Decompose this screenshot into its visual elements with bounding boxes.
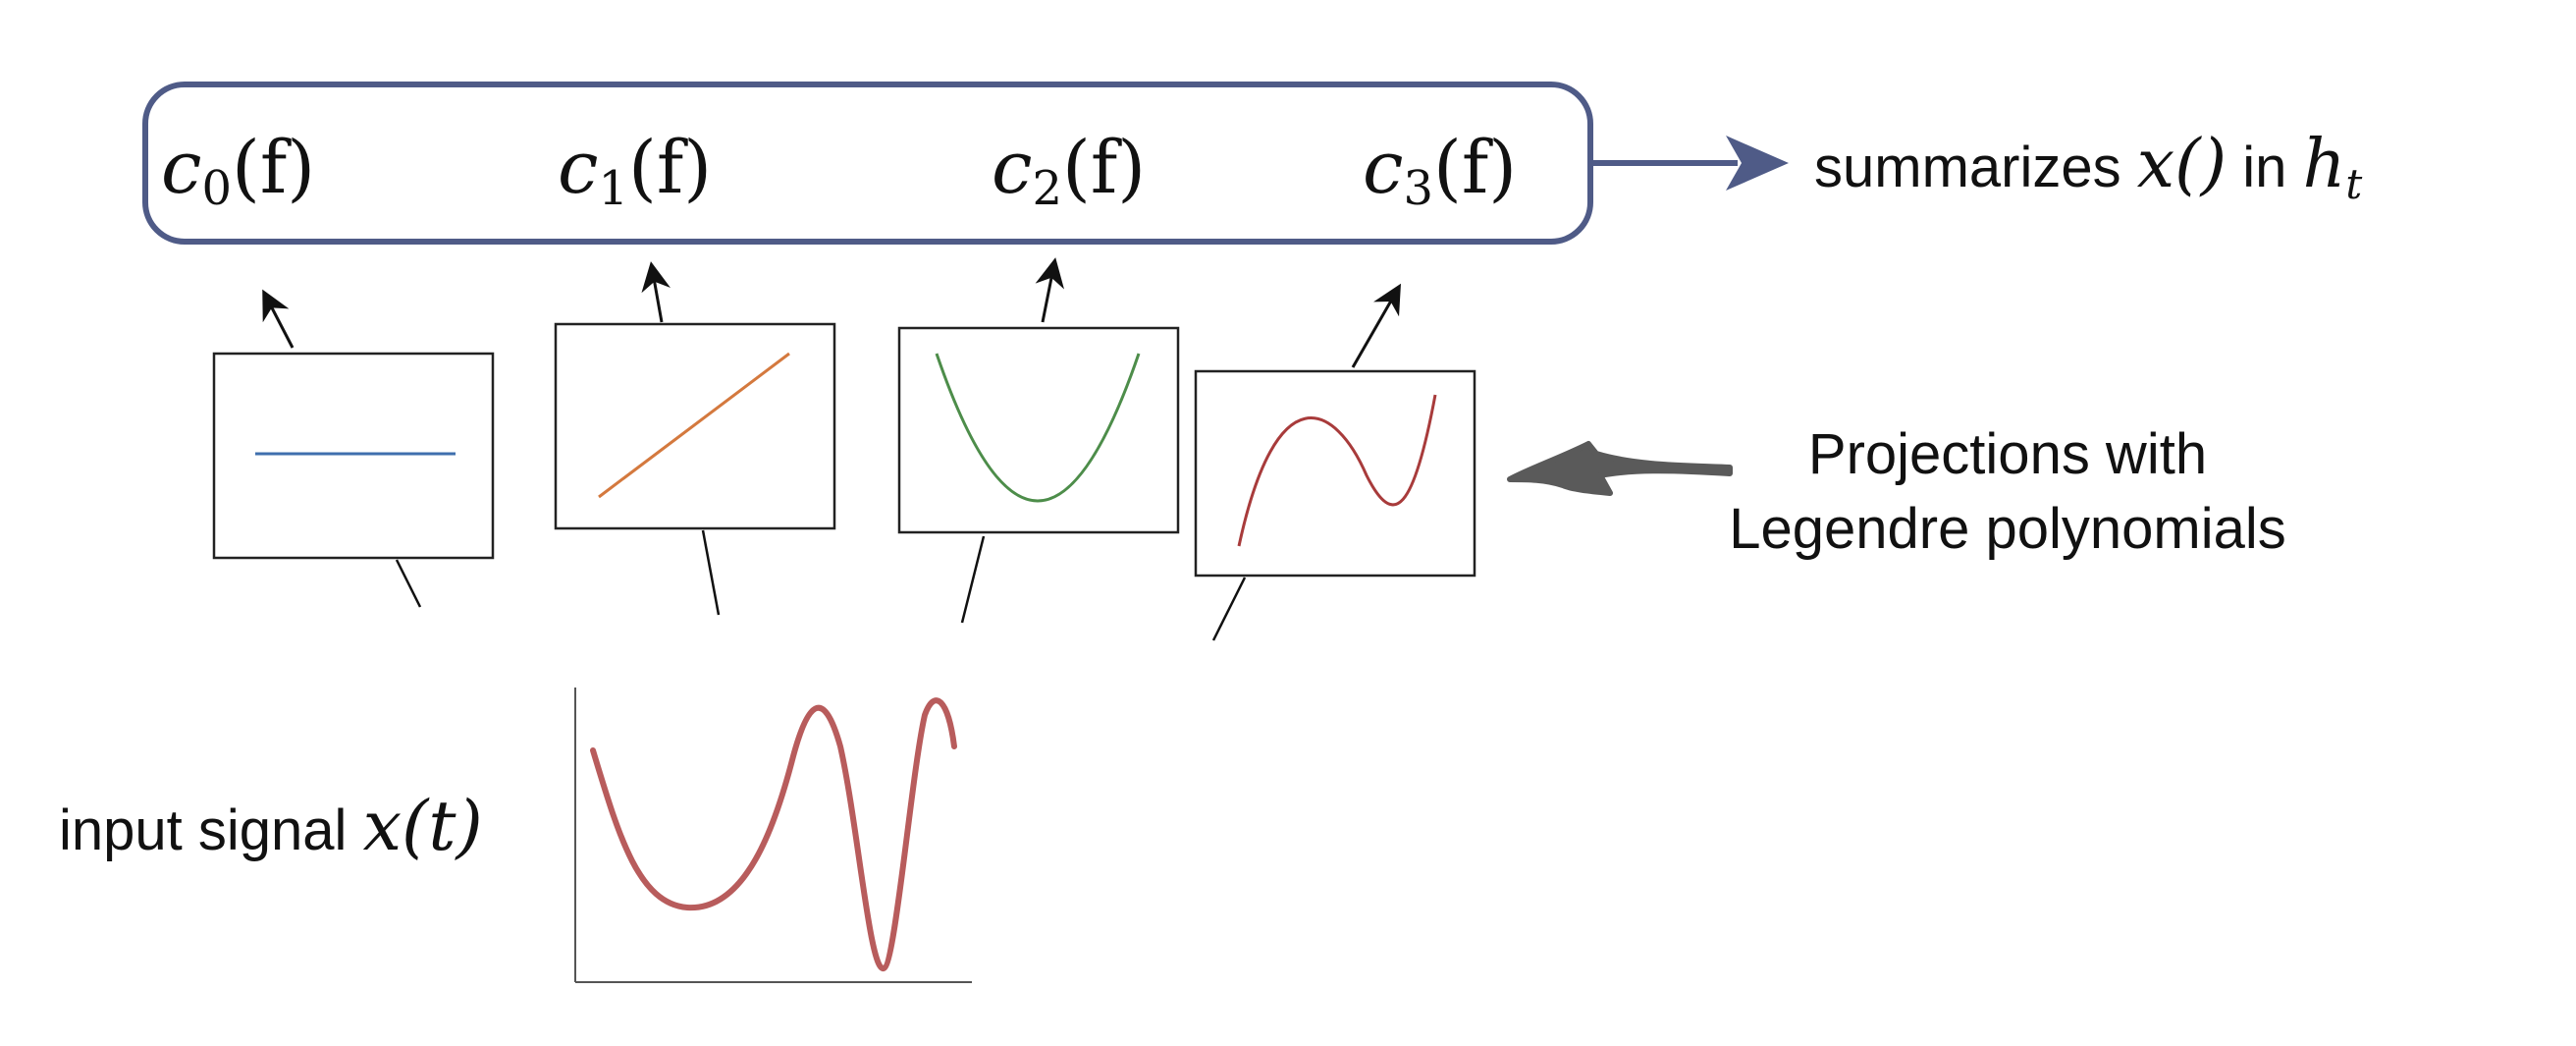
legendre-box-0 xyxy=(212,352,495,560)
summary-label: summarizes x() in ht xyxy=(1814,126,2362,208)
legendre-box-3 xyxy=(1194,369,1476,578)
link-line-1 xyxy=(701,529,721,616)
projection-label-line1: Projections with xyxy=(1807,422,2208,486)
input-signal-label: input signal x(t) xyxy=(59,786,483,866)
summary-prefix: summarizes xyxy=(1814,136,2121,199)
summary-arrow xyxy=(1590,136,1789,191)
link-line-3 xyxy=(1211,577,1247,641)
legendre-curve-1 xyxy=(598,352,790,499)
projection-arrow xyxy=(1507,441,1733,496)
coefficient-c2: c2(f) xyxy=(992,126,1147,216)
summary-state: ht xyxy=(2302,126,2363,208)
coefficient-c0: c0(f) xyxy=(161,126,316,216)
arrow-to-c3 xyxy=(1351,283,1401,368)
summary-signal: x() xyxy=(2136,126,2227,203)
input-signal-math: x(t) xyxy=(362,786,483,866)
link-line-0 xyxy=(395,559,422,608)
projection-label-line2: Legendre polynomials xyxy=(1729,497,2286,561)
projection-label: Projections with Legendre polynomials xyxy=(1669,417,2346,567)
coefficient-c3: c3(f) xyxy=(1363,126,1518,216)
input-signal-curve xyxy=(590,697,957,972)
legendre-curve-2 xyxy=(935,353,1141,503)
legendre-curve-3 xyxy=(1237,394,1437,547)
legendre-box-1 xyxy=(554,322,836,530)
input-signal-text: input signal xyxy=(59,798,348,862)
link-line-2 xyxy=(960,535,986,624)
arrow-to-c2 xyxy=(1035,257,1065,323)
input-signal-axes xyxy=(574,688,972,983)
legendre-box-2 xyxy=(897,326,1180,534)
arrow-to-c0 xyxy=(262,289,295,349)
coefficient-c1: c1(f) xyxy=(558,126,713,216)
summary-mid: in xyxy=(2242,136,2287,199)
arrow-to-c1 xyxy=(641,261,671,323)
